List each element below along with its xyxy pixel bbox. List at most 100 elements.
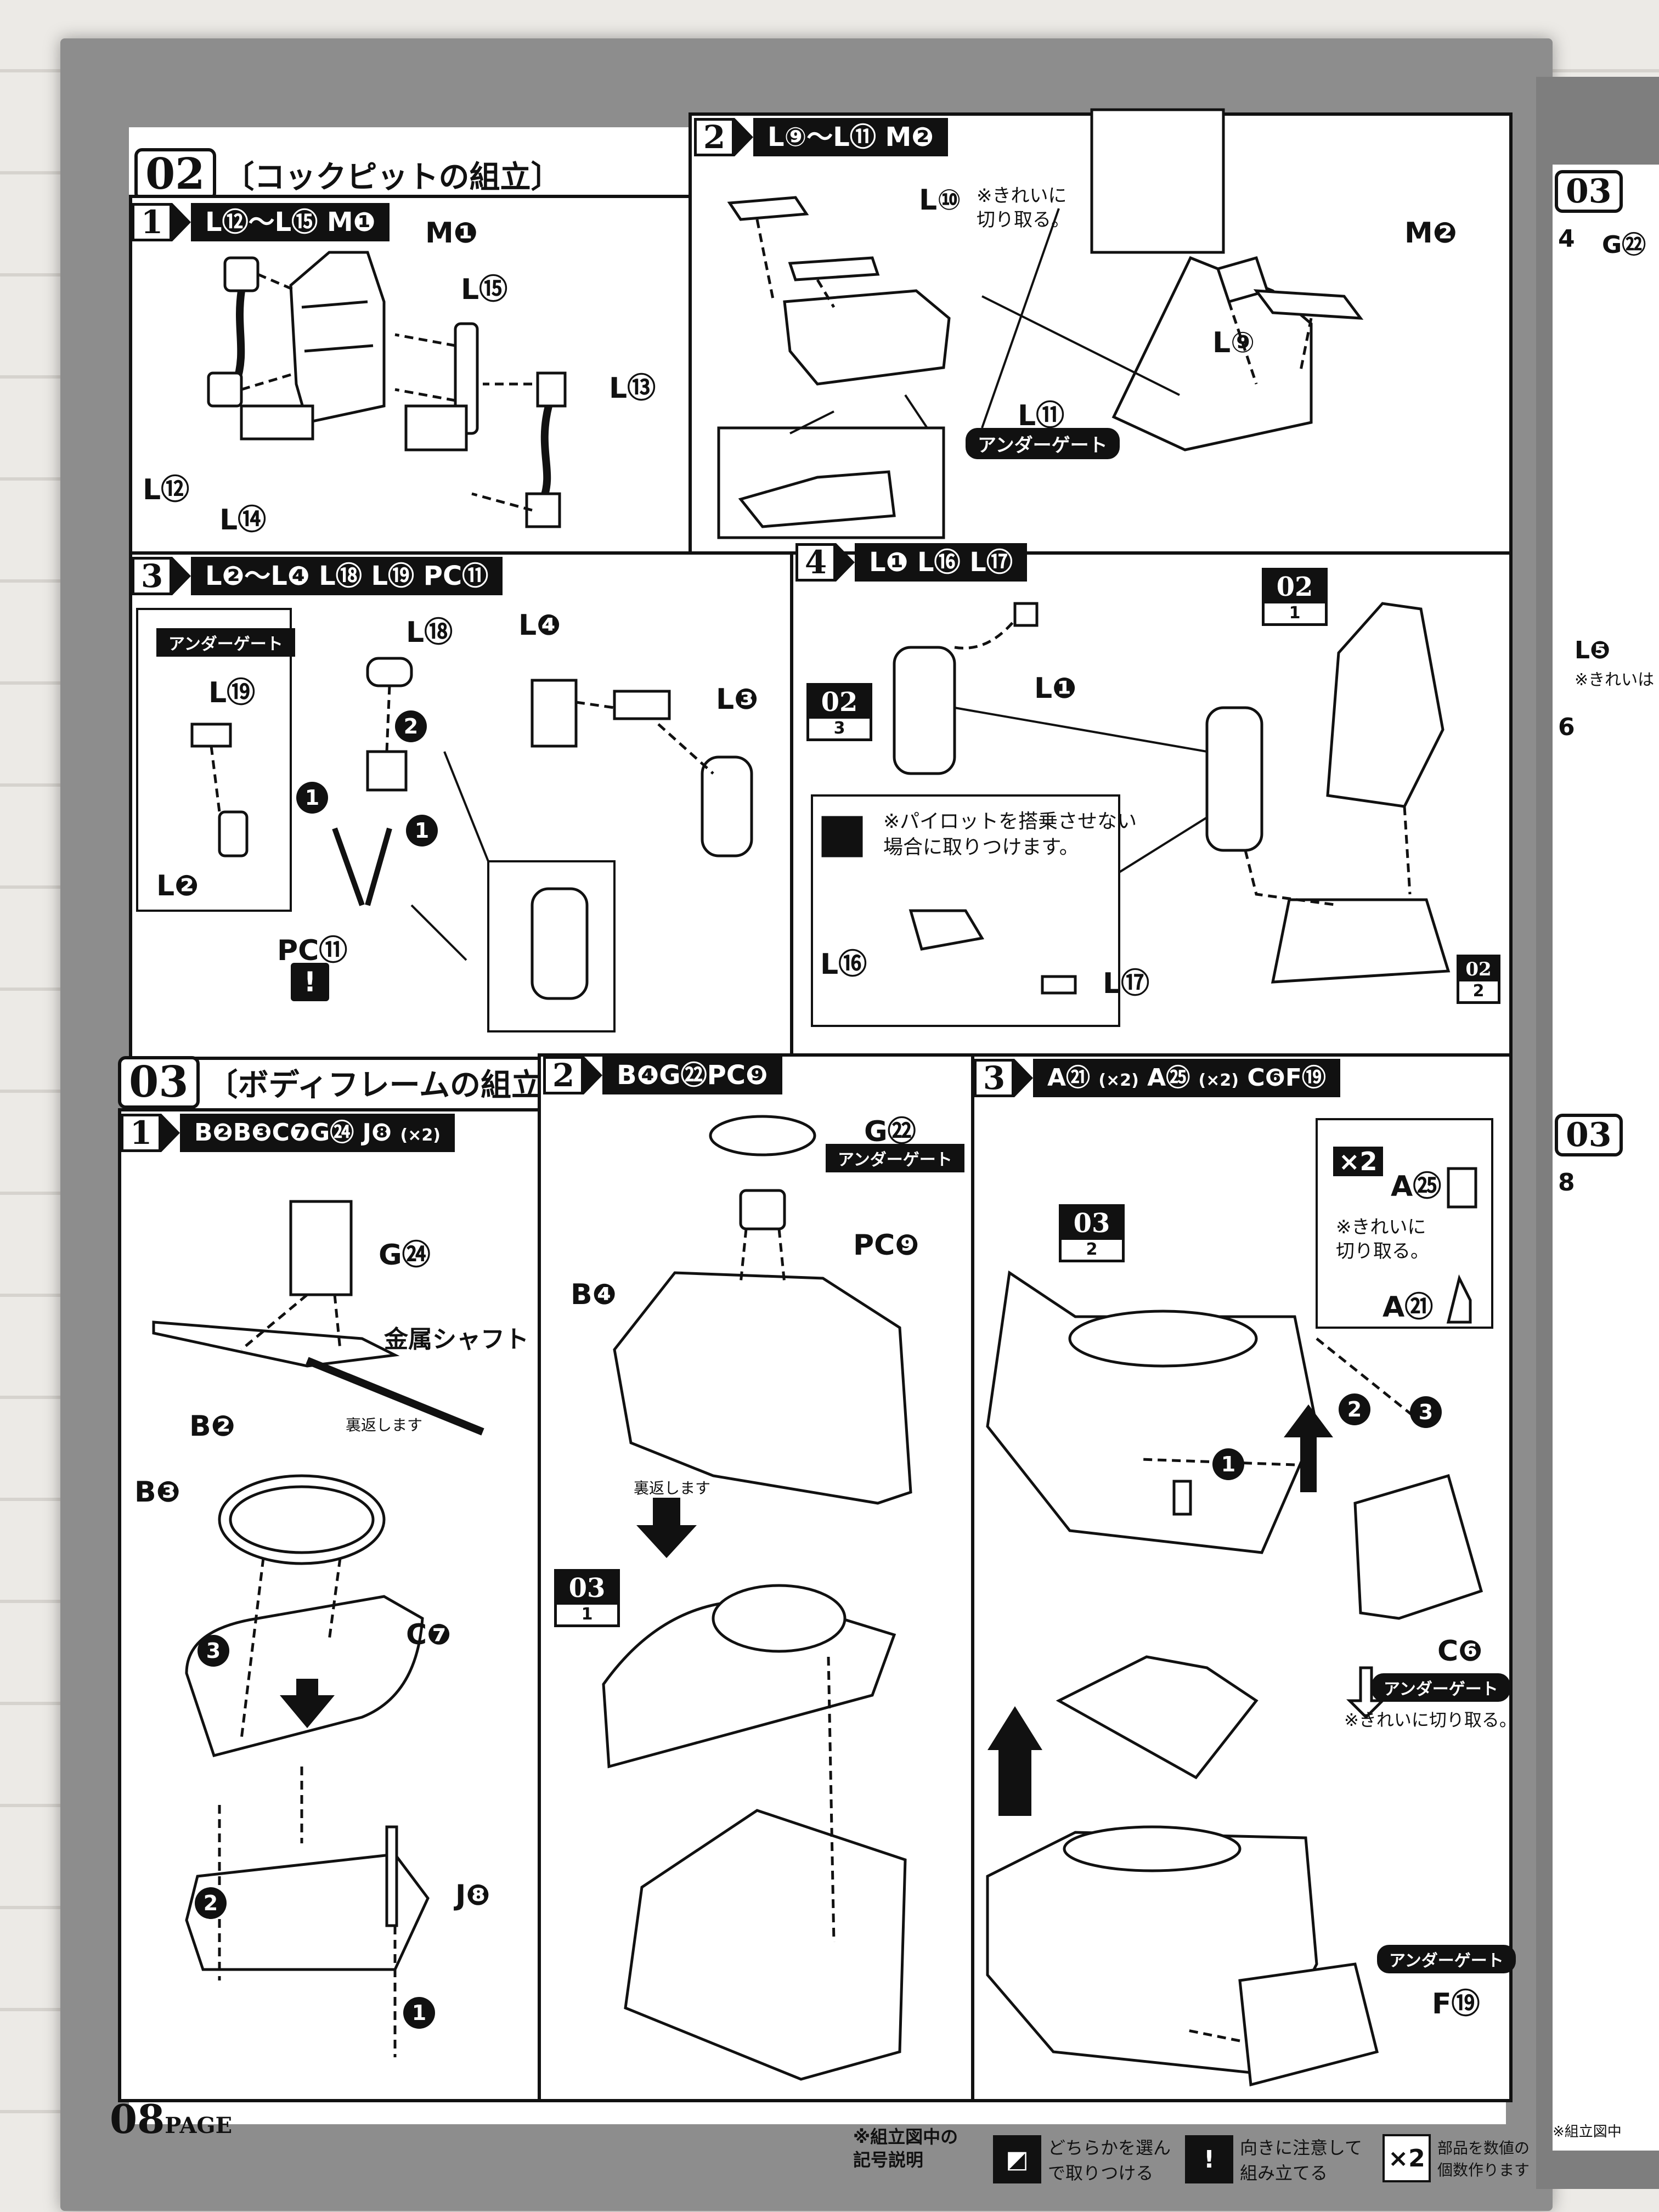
next-step-num: 4 xyxy=(1558,225,1575,253)
section-02-step-2-header: 2 L⑨〜L⑪ M❷ xyxy=(694,118,948,156)
label-l10: L⑩ xyxy=(919,184,962,217)
legend-item-multiply: ×2 部品を数値の 個数作ります xyxy=(1383,2134,1530,2182)
step-arrow-icon xyxy=(172,203,191,241)
label-l17: L⑰ xyxy=(1103,967,1150,1000)
body-frame-torso-drawing xyxy=(602,1115,912,2081)
undergate-tag: アンダーゲート xyxy=(966,428,1120,459)
step-arrow-icon xyxy=(584,1056,602,1094)
step-circle-1b: 1 xyxy=(406,815,438,847)
times-two-icon: ×2 xyxy=(1383,2134,1431,2182)
step-circle-2: 2 xyxy=(395,710,427,742)
step-arrow-icon xyxy=(161,1114,180,1152)
label-a25: A㉕ xyxy=(1391,1170,1442,1203)
label-m1: M❶ xyxy=(425,217,478,250)
seat-assembly-drawing xyxy=(207,251,567,528)
step-number: 4 xyxy=(795,543,836,582)
page-number: 08PAGE xyxy=(110,2096,233,2142)
ref-03-1: 03 1 xyxy=(554,1569,620,1627)
step-circle-3: 3 xyxy=(198,1635,229,1667)
step-arrow-icon xyxy=(172,557,191,595)
step-parts: L⑨〜L⑪ M❷ xyxy=(753,118,948,156)
undergate-tag-f19: アンダーゲート xyxy=(1377,1945,1516,1973)
section-03-step-1-header: 1 B❷B❸C❼G㉔ J❽ (×2) xyxy=(121,1114,455,1152)
label-l12: L⑫ xyxy=(143,473,190,506)
pilot-seat-drawing xyxy=(811,602,1451,1027)
label-l4: L❹ xyxy=(518,609,561,642)
step-number: 3 xyxy=(132,557,172,595)
body-frame-base-drawing xyxy=(152,1200,484,2057)
label-g22: G㉒ xyxy=(864,1115,916,1148)
step-number: 3 xyxy=(974,1059,1014,1097)
step-circle-1: 1 xyxy=(296,782,328,814)
ref-02-2: 02 2 xyxy=(1457,955,1500,1004)
ref-02-1: 02 1 xyxy=(1262,568,1328,626)
section-02-title: 〔コックピットの組立〕 xyxy=(223,159,562,195)
label-a21: A㉑ xyxy=(1383,1291,1434,1324)
label-pc9: PC❾ xyxy=(853,1229,919,1262)
label-l15: L⑮ xyxy=(461,273,508,306)
section-02-step-1-header: 1 L⑫〜L⑮ M❶ xyxy=(132,203,390,241)
legend-item-alternative: ◩ どちらかを選ん で取りつける xyxy=(993,2134,1171,2185)
section-02-number: 02 xyxy=(134,148,216,201)
label-l1: L❶ xyxy=(1034,672,1077,705)
step-arrow-icon xyxy=(1014,1059,1033,1097)
section-03-header: 03 〔ボディフレームの組立〕 xyxy=(118,1056,573,1109)
step-parts: A㉑ (×2) A㉕ (×2) C❻F⑲ xyxy=(1033,1059,1340,1097)
label-f19: F⑲ xyxy=(1432,1988,1480,2021)
legend-title: ※組立図中の 記号説明 xyxy=(853,2126,958,2170)
label-b2: B❷ xyxy=(189,1410,235,1443)
step-parts: L❷〜L❹ L⑱ L⑲ PC⑪ xyxy=(191,557,503,595)
step2-note-cut: ※きれいに 切り取る。 xyxy=(977,185,1070,232)
ref-03-2: 03 2 xyxy=(1059,1204,1125,1262)
next-section-num: 03 xyxy=(1555,170,1623,213)
label-l19: L⑲ xyxy=(208,676,256,709)
cockpit-frame-drawing xyxy=(717,108,1364,539)
ref-02-3: 02 3 xyxy=(806,683,872,741)
label-b4: B❹ xyxy=(571,1278,617,1311)
step-arrow-icon xyxy=(836,543,855,582)
label-l9: L⑨ xyxy=(1212,326,1255,359)
step-circle-2: 2 xyxy=(1339,1393,1370,1425)
step-parts: L❶ L⑯ L⑰ xyxy=(855,543,1027,582)
legend-item-caution: ! 向きに注意して 組み立てる xyxy=(1185,2134,1362,2185)
next-step-parts: G㉒ xyxy=(1602,231,1646,259)
caution-icon: ! xyxy=(291,963,329,1001)
section-02-step-4-header: 4 L❶ L⑯ L⑰ xyxy=(795,543,1027,582)
alternative-choice-icon: ◩ xyxy=(993,2135,1041,2183)
label-l2: L❷ xyxy=(156,870,199,902)
step-number: 2 xyxy=(694,118,735,156)
step-parts: B❹G㉒PC❾ xyxy=(602,1056,782,1094)
next-note: ※きれいは xyxy=(1575,670,1655,690)
label-l14: L⑭ xyxy=(219,504,267,537)
label-pc11: PC⑪ xyxy=(277,934,348,967)
undergate-tag: アンダーゲート xyxy=(156,628,295,657)
pilot-note: ※パイロットを搭乗させない 場合に取りつけます。 xyxy=(883,810,1137,859)
label-metal-shaft: 金属シャフト xyxy=(384,1325,529,1353)
step-number: 1 xyxy=(132,203,172,241)
step3-note-cut-2: ※きれいに切り取る。 xyxy=(1344,1709,1517,1730)
flip-note: 裏返します xyxy=(346,1416,423,1434)
label-l18: L⑱ xyxy=(406,616,453,649)
next-step-6: 6 xyxy=(1558,713,1575,741)
label-l16: L⑯ xyxy=(820,948,867,981)
label-b3: B❸ xyxy=(134,1476,180,1509)
label-l11: L⑪ xyxy=(1018,399,1065,432)
section-02-header: 02 〔コックピットの組立〕 xyxy=(134,148,562,201)
body-frame-assembly-drawing xyxy=(986,1118,1493,2087)
step-number: 1 xyxy=(121,1114,161,1152)
label-l3: L❸ xyxy=(716,683,759,716)
section-03-number: 03 xyxy=(118,1056,200,1109)
control-arms-drawing xyxy=(136,608,753,1032)
section-03-step-2-header: 2 B❹G㉒PC❾ xyxy=(543,1056,782,1094)
next-footer-a: ※組立図中 xyxy=(1553,2124,1622,2140)
label-m2: M❷ xyxy=(1404,217,1457,250)
label-c7: C❼ xyxy=(406,1618,452,1651)
step-parts: L⑫〜L⑮ M❶ xyxy=(191,203,390,241)
flip-note: 裏返します xyxy=(634,1479,711,1497)
section-02-step-3-header: 3 L❷〜L❹ L⑱ L⑲ PC⑪ xyxy=(132,557,503,595)
undergate-tag: アンダーゲート xyxy=(826,1144,964,1172)
next-label-l5: L❺ xyxy=(1575,636,1611,664)
undergate-tag-c6: アンダーゲート xyxy=(1372,1673,1510,1702)
label-g24: G㉔ xyxy=(379,1239,431,1272)
step-circle-2: 2 xyxy=(195,1887,227,1919)
